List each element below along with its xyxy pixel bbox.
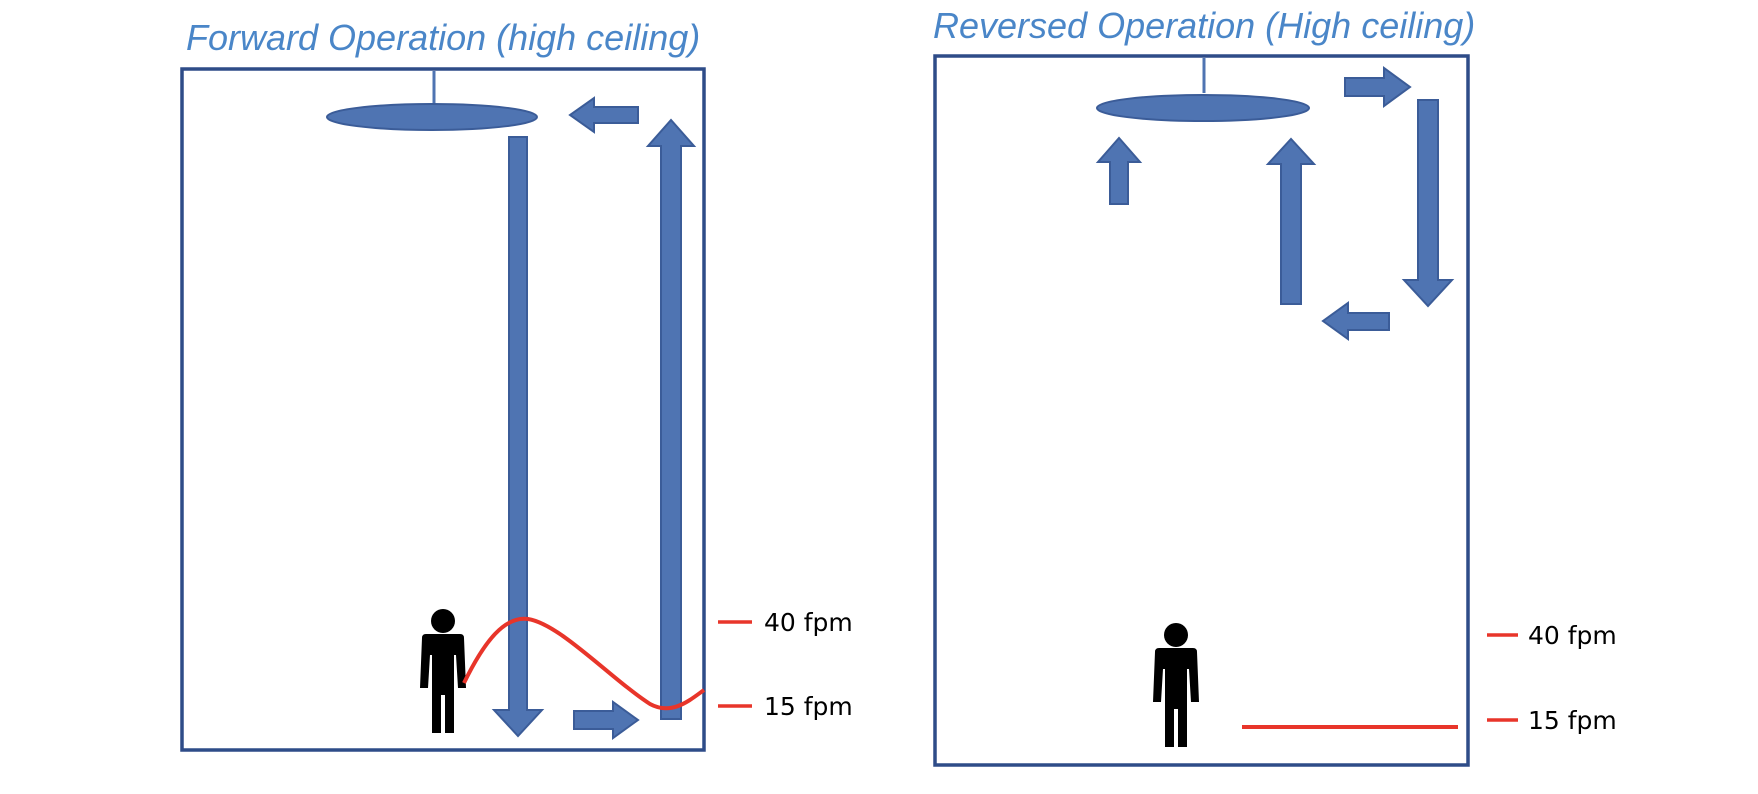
reversed-arrow-right-top [1344,66,1412,108]
reversed-title: Reversed Operation (High ceiling) [933,5,1475,46]
forward-label-40-fpm: 40 fpm [764,608,853,637]
forward-arrow-right-bottom [573,700,640,740]
reversed-arrow-up-mid [1265,137,1317,305]
reversed-arrow-down-right [1401,99,1455,308]
reversed-fan-blade [1096,94,1310,122]
forward-arrow-up-long [645,118,697,720]
forward-operation-panel: Forward Operation (high ceiling) 40 fpm … [180,17,853,752]
forward-velocity-curve [462,616,706,711]
reversed-label-15-fpm: 15 fpm [1528,706,1617,735]
reversed-label-40-fpm: 40 fpm [1528,621,1617,650]
forward-fan-blade [326,103,538,131]
reversed-room-frame [933,54,1470,767]
forward-arrow-down-long [491,136,545,738]
forward-room-frame [180,67,706,752]
forward-title: Forward Operation (high ceiling) [186,17,700,58]
forward-person-icon [420,609,466,733]
reversed-person-icon [1153,623,1199,747]
reversed-arrow-up-small [1095,136,1143,205]
forward-label-15-fpm: 15 fpm [764,692,853,721]
reversed-operation-panel: Reversed Operation (High ceiling) 40 fpm… [933,5,1617,767]
reversed-arrow-left-bottom [1321,301,1390,341]
forward-arrow-left-top [568,96,639,134]
